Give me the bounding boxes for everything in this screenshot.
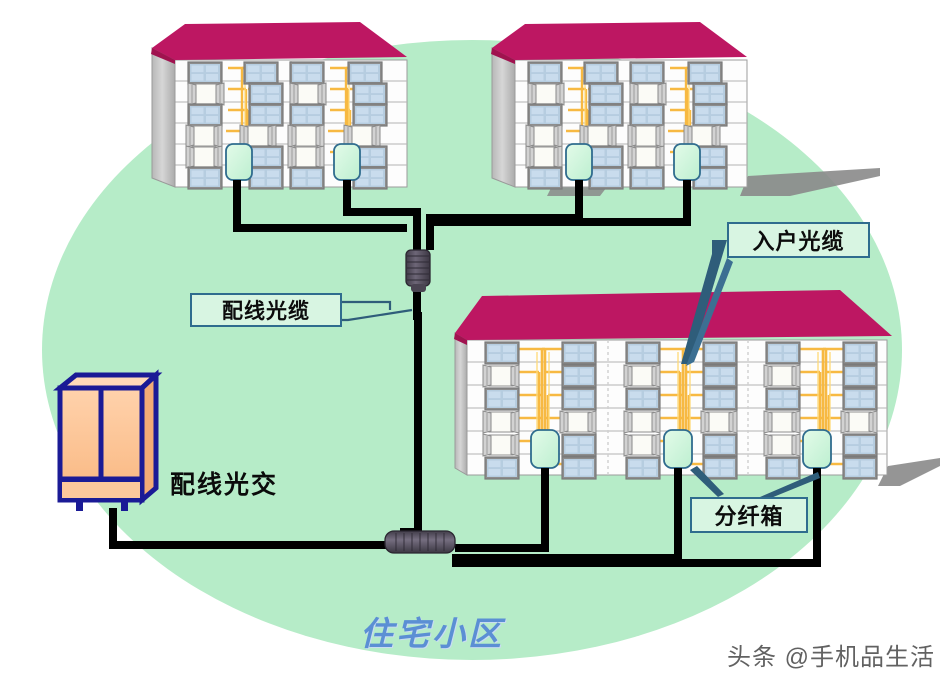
fiber-splitting-box[interactable] — [225, 143, 253, 181]
drop-cable-pointer — [681, 240, 733, 366]
label-fiber-splitting-box: 分纤箱 — [690, 497, 808, 533]
fiber-splitting-box[interactable] — [802, 429, 832, 469]
community-title: 住宅小区 — [360, 615, 504, 652]
label-distribution-cabinet: 配线光交 — [170, 471, 279, 499]
fiber-box-pointer — [690, 466, 820, 500]
fiber-splitting-box[interactable] — [565, 143, 593, 181]
distribution-cabinet[interactable] — [52, 369, 163, 511]
splice-closure-upper[interactable] — [405, 249, 431, 292]
building-bottom — [454, 290, 940, 486]
label-distribution-cable: 配线光缆 — [190, 293, 342, 327]
building-top-right — [491, 22, 880, 196]
fiber-splitting-box[interactable] — [333, 143, 361, 181]
fiber-splitting-box[interactable] — [530, 429, 560, 469]
fiber-splitting-box[interactable] — [673, 143, 701, 181]
distribution-cable-network — [109, 180, 821, 567]
building-top-left — [151, 22, 620, 196]
label-drop-cable: 入户光缆 — [727, 222, 870, 258]
distribution-cable-pointer — [342, 300, 413, 322]
watermark-text: 头条 @手机品生活 — [727, 644, 936, 671]
fiber-splitting-box[interactable] — [663, 429, 693, 469]
splice-closure-lower[interactable] — [384, 530, 456, 554]
